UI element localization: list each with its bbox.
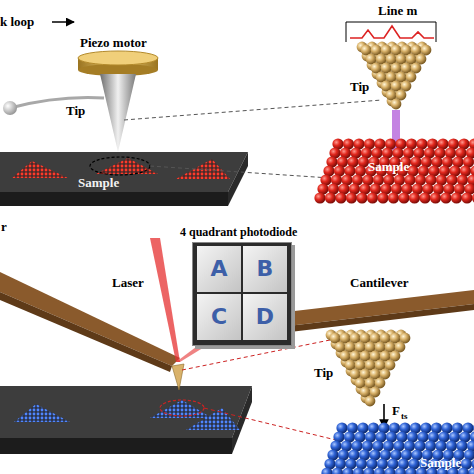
cantilever-beam-edge (288, 304, 474, 332)
part-label: Sample (368, 160, 409, 173)
atom-sphere (374, 467, 385, 474)
afm-tip (172, 364, 184, 390)
zoom-line (150, 166, 330, 178)
zoom-line (124, 100, 382, 120)
atom-sphere (332, 467, 343, 474)
sample-slab-side (228, 152, 248, 206)
sample-flake (176, 159, 230, 179)
atom-sphere (377, 192, 388, 203)
atom-sphere (391, 99, 402, 110)
atom-sphere (405, 467, 416, 474)
atom-sphere (353, 467, 364, 474)
atom-sphere (356, 192, 367, 203)
atom-sphere (419, 192, 430, 203)
photodiode-panel: 4 quadrant photodiodeABCD (192, 226, 292, 346)
cantilever-chip-edge (0, 292, 172, 372)
part-label: Tip (350, 80, 369, 93)
photodiode-quadrant: D (243, 294, 287, 340)
sample-slab-side (232, 386, 252, 454)
sample-flake (14, 404, 70, 422)
atom-sphere (325, 192, 336, 203)
quadrant-letter: C (197, 306, 241, 328)
atom-sphere (395, 467, 406, 474)
panel-heading: 4 quadrant photodiode (180, 226, 297, 238)
atom-sphere (398, 192, 409, 203)
part-label: Line m (378, 4, 417, 17)
sample-slab-front (0, 438, 232, 454)
line-scan-trace (350, 26, 434, 38)
bias-wire (10, 97, 104, 108)
atom-sphere (335, 192, 346, 203)
atom-sphere (365, 396, 376, 407)
sample-flake (186, 408, 240, 430)
quadrant-letter: D (243, 306, 287, 328)
quadrant-letter: A (197, 258, 241, 280)
atom-sphere (473, 156, 474, 167)
atom-sphere (388, 192, 399, 203)
direction-arrow (52, 21, 74, 23)
part-label: Piezo motor (80, 36, 147, 49)
part-label: Sample (78, 176, 119, 189)
part-label: Tip (314, 366, 333, 379)
sample-slab-top (0, 152, 248, 192)
part-label: k loop (0, 15, 34, 28)
part-label: ts (401, 412, 408, 421)
atom-sphere (451, 192, 462, 203)
atom-sphere (430, 192, 441, 203)
laser-beam (150, 238, 180, 362)
sample-flake (96, 158, 158, 174)
atom-sphere (342, 467, 353, 474)
sample-slab-top (0, 386, 252, 438)
photodiode-quadrant: C (197, 294, 241, 340)
atom-sphere (468, 467, 474, 474)
part-label: Laser (112, 276, 144, 289)
wire-contact (3, 101, 17, 115)
quadrant-letter: B (243, 258, 287, 280)
atom-sphere (346, 192, 357, 203)
atom-sphere (363, 467, 374, 474)
photodiode-quadrant: B (243, 246, 287, 292)
cantilever-chip (0, 272, 180, 366)
part-label: Sample (420, 456, 461, 469)
photodiode-quadrant: A (197, 246, 241, 292)
atom-sphere (384, 467, 395, 474)
sample-flake (12, 161, 68, 178)
zoom-ellipse (160, 400, 204, 416)
stm-tip (100, 74, 136, 152)
piezo-disc-top (78, 51, 158, 65)
part-label: r (1, 220, 7, 233)
part-label: F (392, 404, 400, 417)
atom-sphere (409, 192, 420, 203)
zoom-line (204, 408, 336, 440)
part-label: Tip (66, 104, 85, 117)
atom-sphere (321, 467, 332, 474)
line-scan-frame (346, 22, 436, 42)
sample-slab-front (0, 192, 228, 206)
part-label: Cantilever (350, 276, 408, 289)
atom-sphere (314, 192, 325, 203)
atom-sphere (367, 192, 378, 203)
atom-sphere (461, 192, 472, 203)
atom-sphere (440, 192, 451, 203)
atom-sphere (472, 192, 474, 203)
sample-flake (150, 400, 212, 418)
zoom-ellipse (90, 157, 150, 175)
